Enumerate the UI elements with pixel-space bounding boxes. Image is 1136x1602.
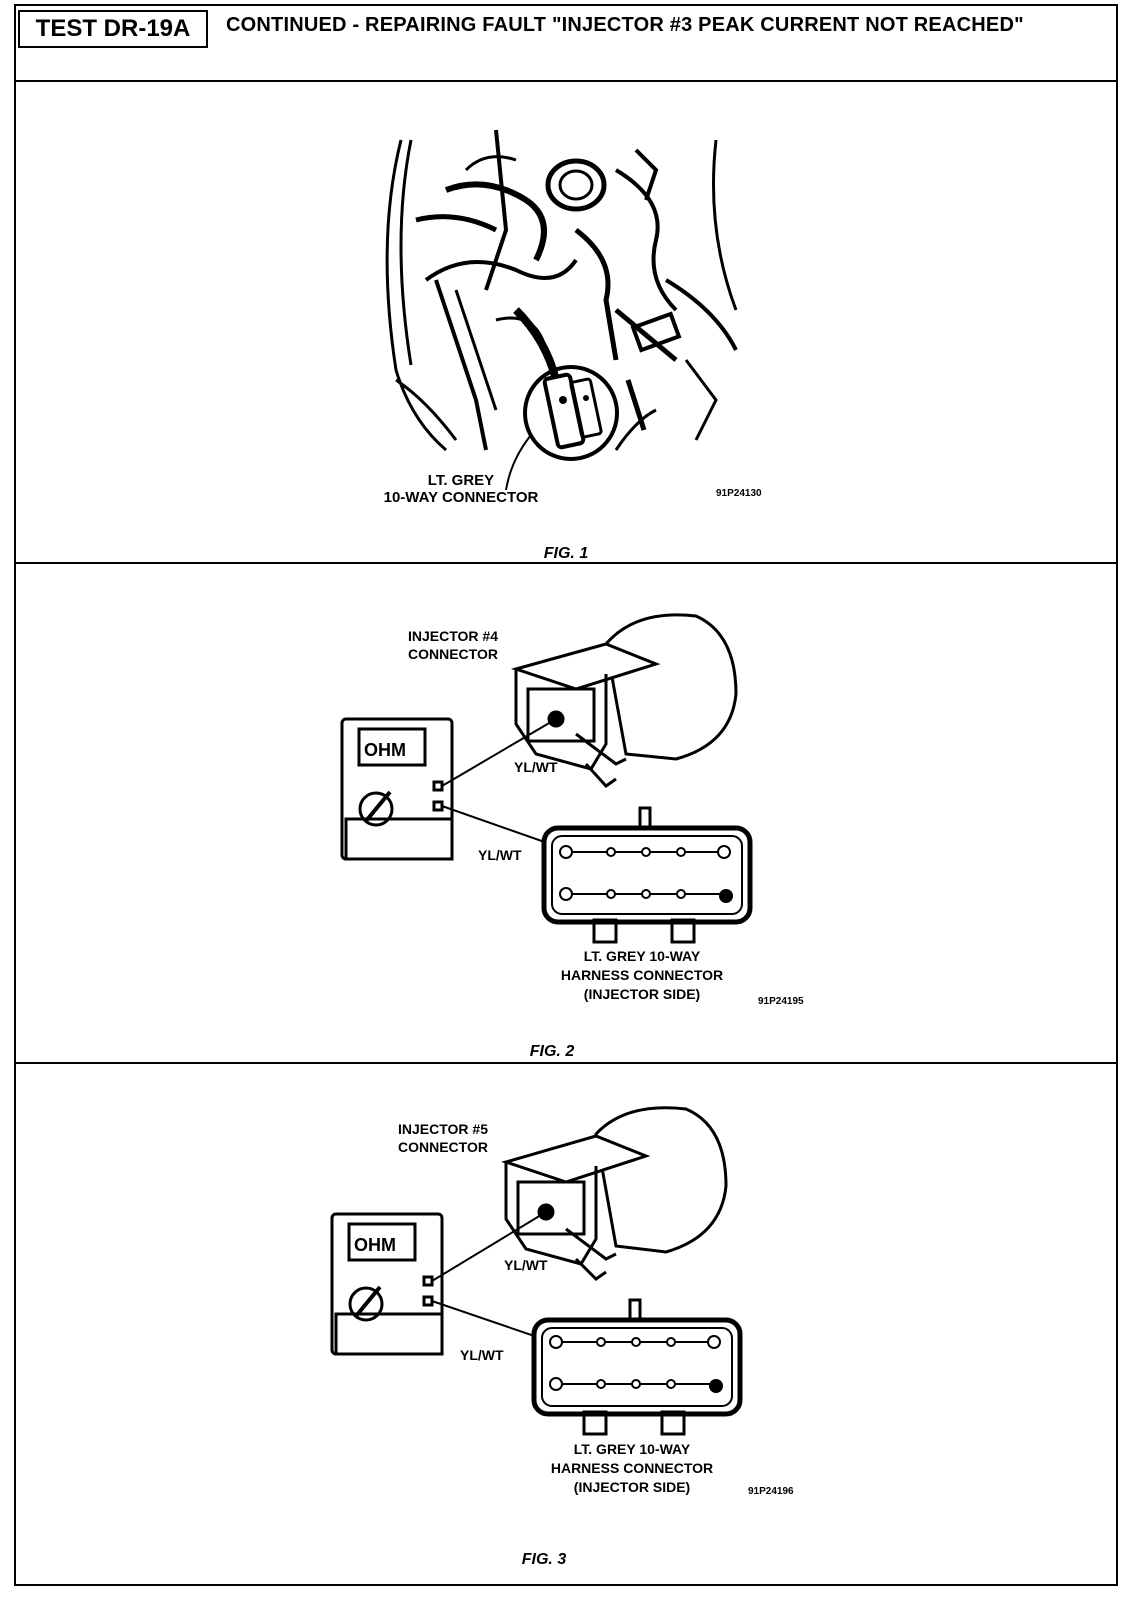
fig2-harness-label-2: HARNESS CONNECTOR — [561, 967, 723, 983]
figure-3-panel: OHM INJECTOR #5 CONNECTOR YL/WT YL/WT LT… — [16, 1064, 1116, 1586]
fig2-wire-label-top: YL/WT — [514, 759, 558, 775]
page-title: CONTINUED - REPAIRING FAULT "INJECTOR #3… — [226, 14, 1024, 36]
fig2-caption: FIG. 2 — [530, 1043, 575, 1060]
fig2-injector-label-2: CONNECTOR — [408, 646, 498, 662]
fig1-part-code: 91P24130 — [716, 488, 762, 499]
test-id-box: TEST DR-19A — [18, 10, 208, 48]
fig3-part-code: 91P24196 — [748, 1486, 794, 1497]
fig2-part-code: 91P24195 — [758, 996, 804, 1007]
fig3-harness-label-1: LT. GREY 10-WAY — [574, 1441, 691, 1457]
fig3-wire-label-left: YL/WT — [460, 1347, 504, 1363]
fig3-meter-display: OHM — [354, 1235, 396, 1255]
fig2-harness-label-3: (INJECTOR SIDE) — [584, 986, 700, 1002]
fig1-caption: FIG. 1 — [544, 545, 589, 562]
fig3-injector-label-1: INJECTOR #5 — [398, 1121, 488, 1137]
fig2-harness-label-1: LT. GREY 10-WAY — [584, 948, 701, 964]
fig3-wire-label-top: YL/WT — [504, 1257, 548, 1273]
fig3-caption: FIG. 3 — [522, 1551, 567, 1568]
fig3-connector-diagram: OHM INJECTOR #5 CONNECTOR YL/WT YL/WT LT… — [330, 1106, 794, 1568]
figure-2-panel: OHM INJECTOR #4 CONNECTOR YL/WT YL/WT LT… — [16, 564, 1116, 1064]
fig2-wire-label-left: YL/WT — [478, 847, 522, 863]
fig2-injector-label-1: INJECTOR #4 — [408, 628, 498, 644]
fig3-harness-label-3: (INJECTOR SIDE) — [574, 1479, 690, 1495]
fig1-label-line2: 10-WAY CONNECTOR — [384, 489, 539, 506]
engine-bay-illustration: LT. GREY 10-WAY CONNECTOR 91P24130 FIG. … — [384, 129, 762, 562]
fig2-connector-diagram: OHM INJECTOR #4 CONNECTOR YL/WT YL/WT LT… — [340, 613, 804, 1060]
fig3-injector-label-2: CONNECTOR — [398, 1139, 488, 1155]
page-frame: TEST DR-19A CONTINUED - REPAIRING FAULT … — [14, 4, 1118, 1586]
fig3-harness-label-2: HARNESS CONNECTOR — [551, 1460, 713, 1476]
fig2-meter-display: OHM — [364, 740, 406, 760]
figure-1-panel: LT. GREY 10-WAY CONNECTOR 91P24130 FIG. … — [16, 80, 1116, 564]
page-header: TEST DR-19A CONTINUED - REPAIRING FAULT … — [16, 6, 1116, 82]
fig1-label-line1: LT. GREY — [428, 472, 494, 489]
